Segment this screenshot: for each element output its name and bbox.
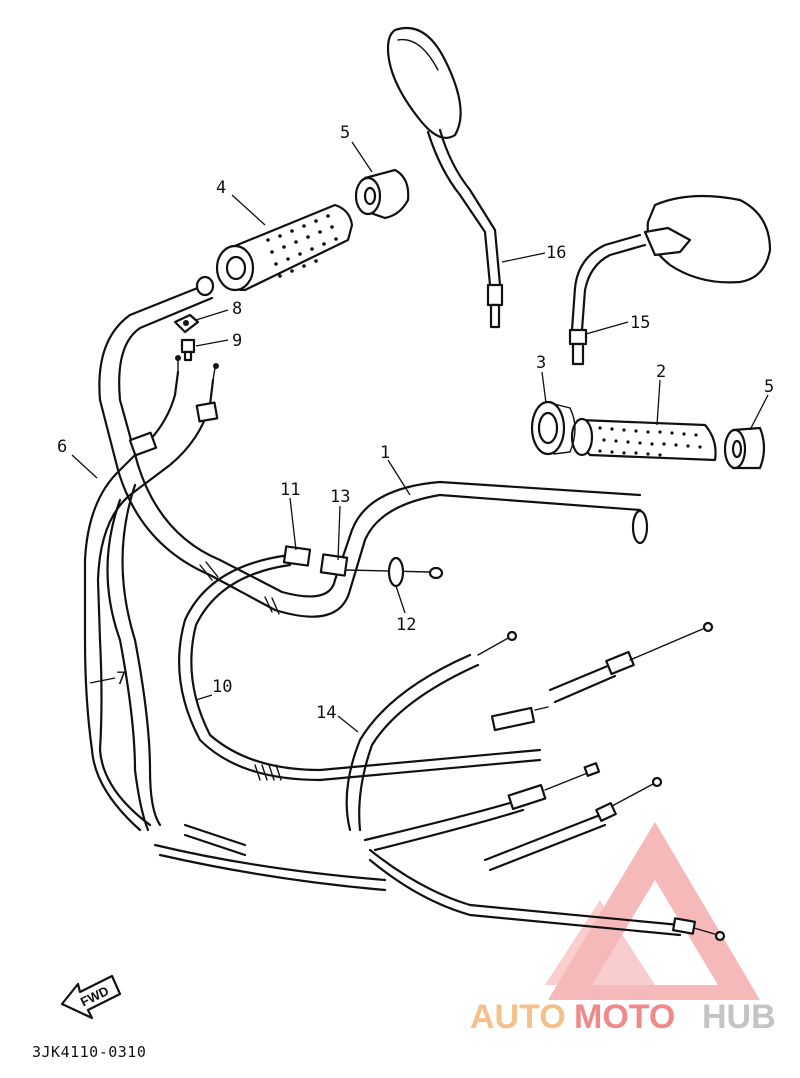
callout-6: 6	[57, 437, 67, 457]
adjusting-screw	[180, 338, 196, 362]
callout-12: 12	[396, 615, 416, 635]
handlebar	[98, 275, 649, 618]
callout-3: 3	[536, 353, 546, 373]
clutch-cable	[178, 553, 549, 782]
diagram-code: 3JK4110-0310	[32, 1043, 146, 1061]
grip-end-collar	[530, 400, 576, 456]
watermark-text: AUTO MOTO HUB	[470, 998, 776, 1036]
callout-9: 9	[232, 331, 242, 351]
fwd-arrow-icon: FWD	[60, 974, 122, 1020]
callout-5a: 5	[340, 123, 350, 143]
mirror-left	[386, 26, 504, 329]
bar-end-weight-left	[354, 168, 410, 220]
callout-16: 16	[546, 243, 566, 263]
callout-labels: 1 2 3 4 5 5 6 7 8 9 10 11 12 13 14 15 16	[57, 123, 774, 723]
throttle-grip	[215, 203, 354, 292]
callout-5b: 5	[764, 377, 774, 397]
callout-7: 7	[116, 669, 126, 689]
watermark-hub: HUB	[702, 998, 776, 1036]
cable-bundle-lower	[345, 621, 726, 942]
watermark-auto: AUTO	[470, 998, 566, 1036]
mirror-right	[568, 194, 772, 366]
throttle-cables	[83, 355, 387, 892]
watermark-logo	[545, 822, 760, 1000]
callout-1: 1	[380, 443, 390, 463]
callout-11: 11	[280, 480, 300, 500]
callout-8: 8	[232, 299, 242, 319]
callout-leaders	[71, 141, 769, 733]
callout-2: 2	[656, 362, 666, 382]
cable-joint-plate	[173, 313, 200, 334]
callout-4: 4	[216, 178, 226, 198]
bar-end-weight-right	[723, 426, 766, 470]
callout-15: 15	[630, 313, 650, 333]
callout-13: 13	[330, 487, 350, 507]
callout-10: 10	[212, 677, 232, 697]
callout-14: 14	[316, 703, 336, 723]
watermark-moto: MOTO	[574, 998, 675, 1036]
cable-adjuster-assembly	[282, 545, 444, 588]
grip-right	[570, 417, 717, 462]
